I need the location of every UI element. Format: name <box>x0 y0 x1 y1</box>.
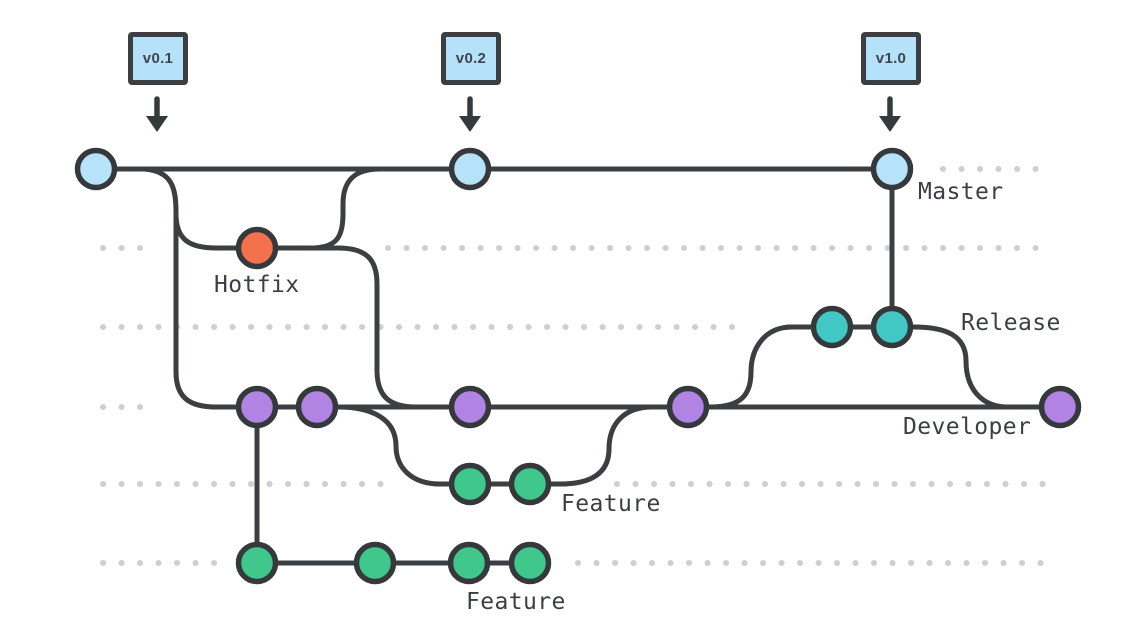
feature-upper-commit-2 <box>508 462 552 506</box>
feature-upper-commit-1 <box>448 462 492 506</box>
hotfix-merge-to-developer-curve <box>295 245 419 410</box>
release-commit-2 <box>870 305 914 349</box>
version-tag-v01: v0.1 <box>128 32 188 85</box>
master-branch-label: Master <box>918 179 1004 205</box>
developer-branch-label: Developer <box>903 414 1032 440</box>
developer-to-release-curve <box>707 324 795 410</box>
hotfix-merge-to-master-curve <box>295 166 383 251</box>
release-commit-1 <box>810 305 854 349</box>
feature-lower-commit-1 <box>235 541 279 585</box>
release-branch-label: Release <box>961 310 1061 336</box>
developer-commit-4 <box>666 385 710 429</box>
feature-lower-commit-2 <box>353 541 397 585</box>
hotfix-commit-1 <box>235 226 279 270</box>
tag-arrow-icon-v10 <box>879 96 901 132</box>
developer-commit-5 <box>1038 385 1082 429</box>
tag-arrow-icon-v01 <box>146 96 168 132</box>
version-tag-v02: v0.2 <box>441 32 501 85</box>
developer-commit-3 <box>448 385 492 429</box>
version-tag-label: v0.2 <box>455 50 487 67</box>
developer-commit-1 <box>235 385 279 429</box>
master-commit-2 <box>448 147 492 191</box>
feature-lower-commit-4 <box>508 541 552 585</box>
developer-to-feature-upper-curve <box>335 404 443 487</box>
version-tag-label: v0.1 <box>142 50 174 67</box>
release-merge-to-developer-curve <box>911 324 1011 410</box>
version-tag-v10: v1.0 <box>861 32 921 85</box>
feature-upper-branch-label: Feature <box>561 491 661 517</box>
feature-lower-commit-3 <box>447 541 491 585</box>
master-to-developer-branch-curve <box>141 166 219 410</box>
feature-lower-branch-label: Feature <box>466 589 566 615</box>
branch-to-hotfix-curve <box>173 211 303 251</box>
hotfix-branch-label: Hotfix <box>214 272 300 298</box>
developer-commit-2 <box>295 385 339 429</box>
version-tag-label: v1.0 <box>875 50 907 67</box>
feature-upper-merge-to-developer-curve <box>549 404 655 487</box>
master-commit-3 <box>870 147 914 191</box>
tag-arrow-icon-v02 <box>459 96 481 132</box>
master-commit-1 <box>74 147 118 191</box>
